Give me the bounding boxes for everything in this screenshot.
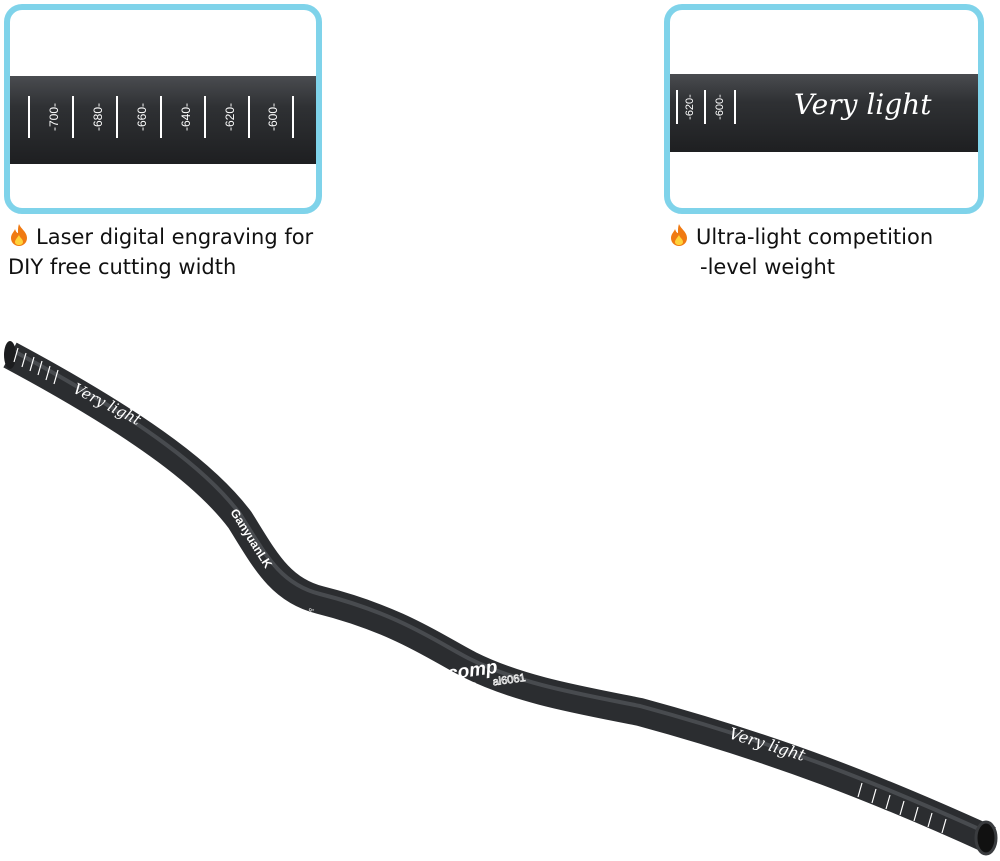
- scale-label-660: -660-: [135, 103, 149, 131]
- weight-closeup: -620- -600- Very light: [670, 74, 978, 152]
- flame-icon: [671, 224, 687, 246]
- bar-end-right: [974, 820, 998, 856]
- engraving-closeup: -700- -680- -660- -640- -620- -600-: [10, 76, 316, 164]
- alloy-label: al6061: [492, 672, 526, 688]
- flame-icon: [11, 224, 27, 246]
- left-scale-ticks: [13, 347, 59, 385]
- series-small: series: [444, 679, 477, 695]
- tube-closeup: [670, 74, 978, 152]
- caption-engraving-line2: DIY free cutting width: [8, 255, 237, 279]
- scale-label-600: -600-: [714, 94, 726, 120]
- scale-label-600: -600-: [266, 103, 280, 131]
- spec-clamp: Ø31.8mm CLAMP: [324, 629, 373, 647]
- scale-label-700: -700-: [47, 103, 61, 131]
- caption-engraving-line1: Laser digital engraving for: [36, 225, 314, 249]
- bar-end-left: [4, 341, 16, 369]
- clamp-circle-icon: [348, 631, 368, 651]
- spec-rise: 35mmRISE: [372, 652, 403, 665]
- scale-label-640: -640-: [179, 103, 193, 131]
- scale-marks: [676, 90, 736, 124]
- scale-label-620: -620-: [684, 94, 696, 120]
- spec-width: 720mm: [300, 621, 321, 632]
- spec-backsweep: 9°: [308, 608, 316, 615]
- zoom-panel-weight: -620- -600- Very light: [664, 4, 984, 214]
- caption-weight-line2: -level weight: [700, 255, 835, 279]
- handlebar-tube: [3, 342, 996, 853]
- scale-label-620: -620-: [223, 103, 237, 131]
- caption-engraving: Laser digital engraving for DIY free cut…: [8, 222, 313, 282]
- zoom-panel-engraving: -700- -680- -660- -640- -620- -600-: [4, 4, 322, 214]
- right-scale-ticks: [857, 782, 947, 834]
- scale-label-680: -680-: [91, 103, 105, 131]
- caption-weight: Ultra-light competition -level weight: [668, 222, 933, 282]
- very-light-script: Very light: [794, 88, 932, 121]
- spec-upsweep: 5°: [392, 644, 400, 651]
- handlebar-illustration: Very light Very light GanyuanLK 720mm Ø3…: [3, 341, 998, 856]
- tube-closeup: [10, 76, 316, 164]
- handlebar-highlight: [9, 347, 991, 836]
- caption-weight-line1: Ultra-light competition: [696, 225, 934, 249]
- scale-marks: [28, 96, 294, 138]
